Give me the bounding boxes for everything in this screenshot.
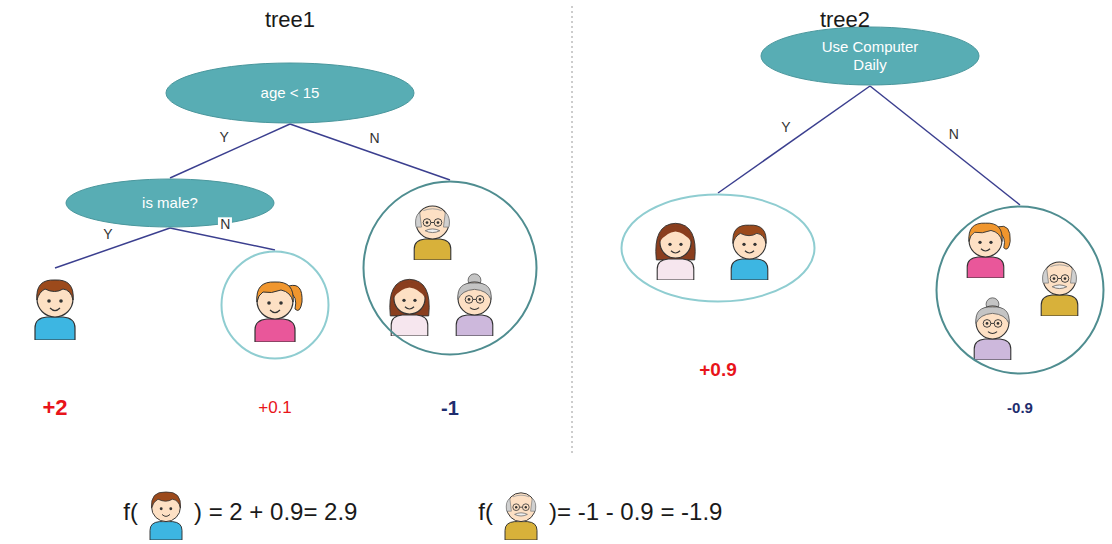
ellipse-shape — [761, 27, 979, 85]
condition-text: is male? — [142, 194, 198, 212]
circle-shape — [622, 195, 815, 302]
leaf-value: -0.9 — [1007, 400, 1033, 417]
grandma-figure — [974, 298, 1011, 360]
tree1-people — [35, 206, 493, 342]
boy-icon — [150, 492, 182, 540]
tree-divider — [572, 6, 573, 455]
decision-ellipse: Use Computer Daily — [760, 26, 980, 86]
girl-figure — [967, 223, 1010, 278]
circle-shape — [364, 182, 537, 355]
formula-text: f( — [478, 499, 493, 525]
tree-title: tree2 — [820, 8, 870, 32]
formula-icons — [150, 492, 537, 540]
leaf-node: +2 — [25, 268, 85, 340]
condition-text: age < 15 — [261, 84, 320, 102]
formula-text: f( — [123, 499, 138, 525]
grandpa-icon — [505, 493, 537, 540]
decision-ellipse: is male? — [65, 178, 275, 228]
boy-figure — [35, 280, 75, 340]
leaf-node: +0.1 — [220, 250, 330, 360]
decision-ellipse: age < 15 — [165, 62, 415, 124]
circle-shape — [222, 252, 329, 359]
leaf-value: -1 — [441, 397, 459, 419]
branch-label: N — [368, 131, 382, 146]
grandma-figure — [456, 274, 493, 336]
tree-branch — [170, 124, 290, 178]
formula-text: )= -1 - 0.9 = -1.9 — [549, 499, 722, 525]
leaf-node: -0.9 — [935, 205, 1105, 375]
branch-label: N — [947, 127, 961, 142]
girl-figure — [255, 282, 302, 342]
branch-label: Y — [779, 120, 792, 135]
ellipse-shape — [66, 179, 274, 227]
leaf-circle — [362, 180, 538, 356]
leaf-node: +0.9 — [620, 193, 816, 303]
leaf-circle — [220, 250, 330, 360]
grandpa-figure — [1041, 262, 1078, 316]
grandpa-figure — [414, 206, 451, 260]
tree-branch — [870, 86, 1020, 205]
tree-branch — [290, 124, 450, 180]
leaf-value: +0.9 — [699, 360, 737, 381]
tree-branch — [718, 86, 870, 193]
formula-text: ) = 2 + 0.9= 2.9 — [194, 499, 357, 525]
leaf-value: +2 — [42, 396, 67, 420]
tree-branch — [55, 228, 170, 268]
leaf-value: +0.1 — [258, 399, 292, 418]
ellipse-shape — [166, 63, 414, 123]
branch-label: Y — [218, 131, 231, 146]
tree2-people — [656, 223, 1078, 360]
circle-shape — [937, 207, 1104, 374]
tree-title: tree1 — [265, 8, 315, 32]
leaf-node: -1 — [362, 180, 538, 356]
branch-label: Y — [101, 227, 114, 242]
leaf-circle — [935, 205, 1105, 375]
mother-figure — [390, 279, 429, 336]
branch-label: N — [218, 218, 232, 233]
leaf-circle — [620, 193, 816, 303]
condition-text: Use Computer Daily — [815, 38, 925, 74]
boy-figure — [731, 225, 768, 280]
mother-figure — [656, 223, 695, 280]
